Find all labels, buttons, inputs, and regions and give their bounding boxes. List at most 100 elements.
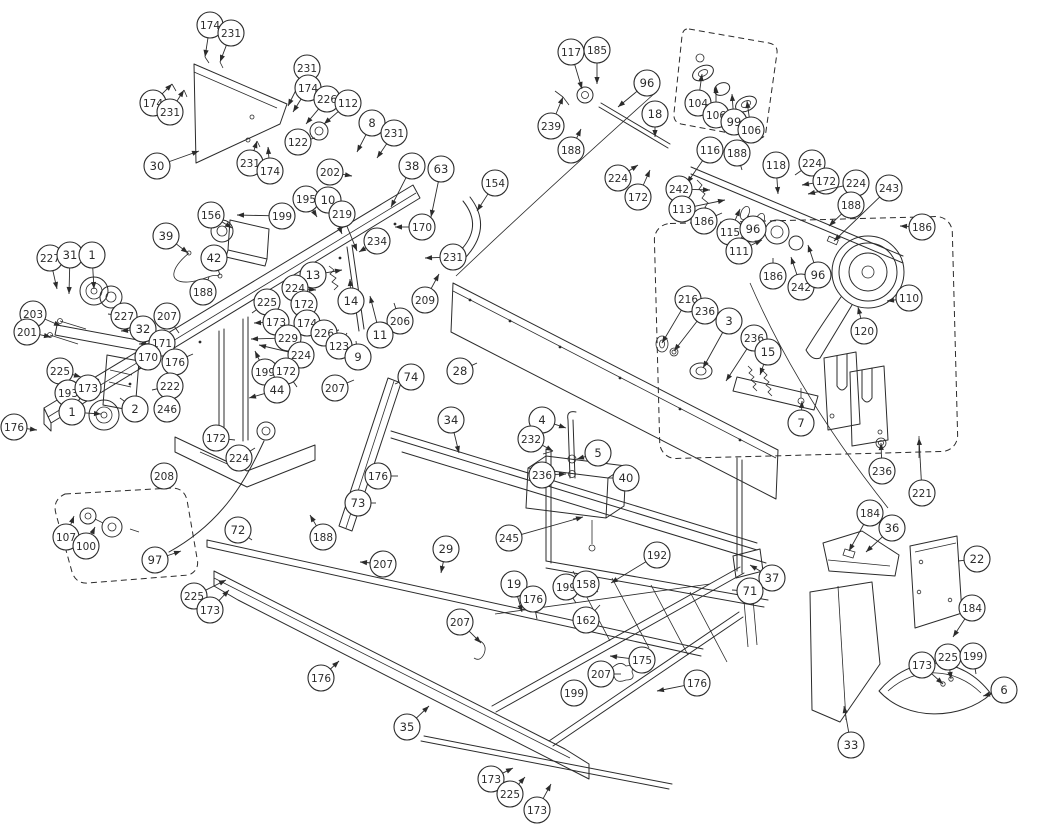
callout-number: 33 bbox=[844, 738, 859, 752]
callout-173: 173 bbox=[196, 589, 230, 624]
callout-number: 193 bbox=[58, 388, 78, 400]
callout-number: 172 bbox=[816, 176, 836, 188]
callout-232: 232 bbox=[517, 425, 554, 453]
callout-number: 207 bbox=[325, 383, 345, 395]
callout-balloon bbox=[583, 36, 611, 64]
callout-31: 31 bbox=[56, 241, 84, 295]
callout-balloon bbox=[758, 564, 786, 592]
callout-balloon bbox=[604, 164, 632, 192]
callout-balloon bbox=[557, 136, 585, 164]
sweeping-arcs bbox=[455, 92, 889, 509]
callout-173: 173 bbox=[477, 765, 514, 793]
callout-222: 222 bbox=[151, 372, 184, 400]
callout-number: 199 bbox=[963, 651, 983, 663]
callout-207: 207 bbox=[153, 302, 181, 334]
callout-245: 245 bbox=[495, 516, 584, 552]
callout-balloon bbox=[963, 545, 991, 573]
callout-number: 246 bbox=[157, 404, 177, 416]
callout-117: 117 bbox=[557, 38, 585, 90]
callout-number: 40 bbox=[619, 471, 634, 485]
callout-number: 74 bbox=[404, 370, 419, 384]
callout-balloon bbox=[812, 167, 840, 195]
callout-188: 188 bbox=[309, 514, 337, 551]
callout-number: 236 bbox=[532, 470, 552, 482]
callout-balloon bbox=[72, 532, 100, 560]
callout-balloon bbox=[200, 244, 228, 272]
callout-172: 172 bbox=[801, 167, 840, 195]
callout-118: 118 bbox=[762, 151, 790, 195]
callout-154: 154 bbox=[476, 169, 509, 212]
callout-199: 199 bbox=[236, 202, 296, 230]
callout-231: 231 bbox=[156, 89, 185, 126]
callout-number: 1 bbox=[68, 405, 75, 419]
callout-balloon bbox=[334, 89, 362, 117]
callout-number: 63 bbox=[434, 162, 449, 176]
callout-balloon bbox=[427, 155, 455, 183]
callout-balloon bbox=[754, 338, 782, 366]
callout-188: 188 bbox=[557, 128, 585, 164]
callout-balloon bbox=[13, 318, 41, 346]
callout-balloon bbox=[908, 213, 936, 241]
callout-number: 113 bbox=[672, 204, 692, 216]
callout-number: 122 bbox=[288, 137, 308, 149]
callout-number: 19 bbox=[507, 577, 522, 591]
callout-number: 176 bbox=[311, 673, 331, 685]
callout-122: 122 bbox=[284, 128, 316, 156]
callout-208: 208 bbox=[150, 462, 178, 490]
callout-184: 184 bbox=[848, 499, 884, 552]
callout-number: 232 bbox=[521, 434, 541, 446]
callout-number: 44 bbox=[270, 383, 285, 397]
callout-113: 113 bbox=[668, 195, 726, 223]
callout-7: 7 bbox=[787, 400, 815, 437]
callout-balloon bbox=[850, 317, 878, 345]
callout-176: 176 bbox=[656, 669, 711, 697]
callout-balloon bbox=[787, 409, 815, 437]
callout-188: 188 bbox=[828, 191, 865, 227]
callout-111: 111 bbox=[725, 237, 763, 265]
callout-balloon bbox=[856, 499, 884, 527]
callout-73: 73 bbox=[344, 489, 376, 517]
callout-balloon bbox=[584, 439, 612, 467]
callout-number: 207 bbox=[450, 617, 470, 629]
callout-balloon bbox=[224, 516, 252, 544]
callout-216: 216 bbox=[661, 285, 702, 344]
callout-number: 13 bbox=[306, 268, 321, 282]
callout-number: 97 bbox=[148, 553, 163, 567]
callout-balloon bbox=[153, 395, 181, 423]
callout-96: 96 bbox=[739, 214, 767, 243]
callout-balloon bbox=[143, 152, 171, 180]
callout-balloon bbox=[78, 241, 106, 269]
callout-number: 172 bbox=[294, 299, 314, 311]
beam-support-legs bbox=[174, 316, 316, 488]
callout-number: 242 bbox=[669, 184, 689, 196]
callout-236: 236 bbox=[528, 461, 567, 489]
callout-44: 44 bbox=[248, 376, 291, 404]
callout-number: 225 bbox=[500, 789, 520, 801]
callout-balloon bbox=[762, 151, 790, 179]
callout-number: 174 bbox=[200, 20, 220, 32]
callout-number: 110 bbox=[899, 293, 919, 305]
callout-number: 3 bbox=[725, 314, 732, 328]
callout-185: 185 bbox=[583, 36, 611, 84]
callout-number: 201 bbox=[17, 327, 37, 339]
callout-188: 188 bbox=[723, 139, 751, 171]
callout-number: 173 bbox=[912, 660, 932, 672]
callout-balloon bbox=[517, 425, 545, 453]
callout-number: 112 bbox=[338, 98, 358, 110]
callout-201: 201 bbox=[13, 318, 52, 346]
callout-29: 29 bbox=[432, 535, 460, 574]
callout-balloon bbox=[74, 374, 102, 402]
callout-number: 221 bbox=[912, 488, 932, 500]
callout-balloon bbox=[152, 222, 180, 250]
callout-234: 234 bbox=[358, 227, 391, 255]
callout-225: 225 bbox=[251, 288, 281, 316]
callout-number: 4 bbox=[538, 413, 545, 427]
callout-balloon bbox=[408, 213, 436, 241]
callout-balloon bbox=[723, 139, 751, 167]
callout-balloon bbox=[121, 395, 149, 423]
callout-balloon bbox=[386, 307, 414, 335]
callout-number: 231 bbox=[443, 252, 463, 264]
callout-number: 186 bbox=[694, 216, 714, 228]
callout-number: 172 bbox=[276, 366, 296, 378]
